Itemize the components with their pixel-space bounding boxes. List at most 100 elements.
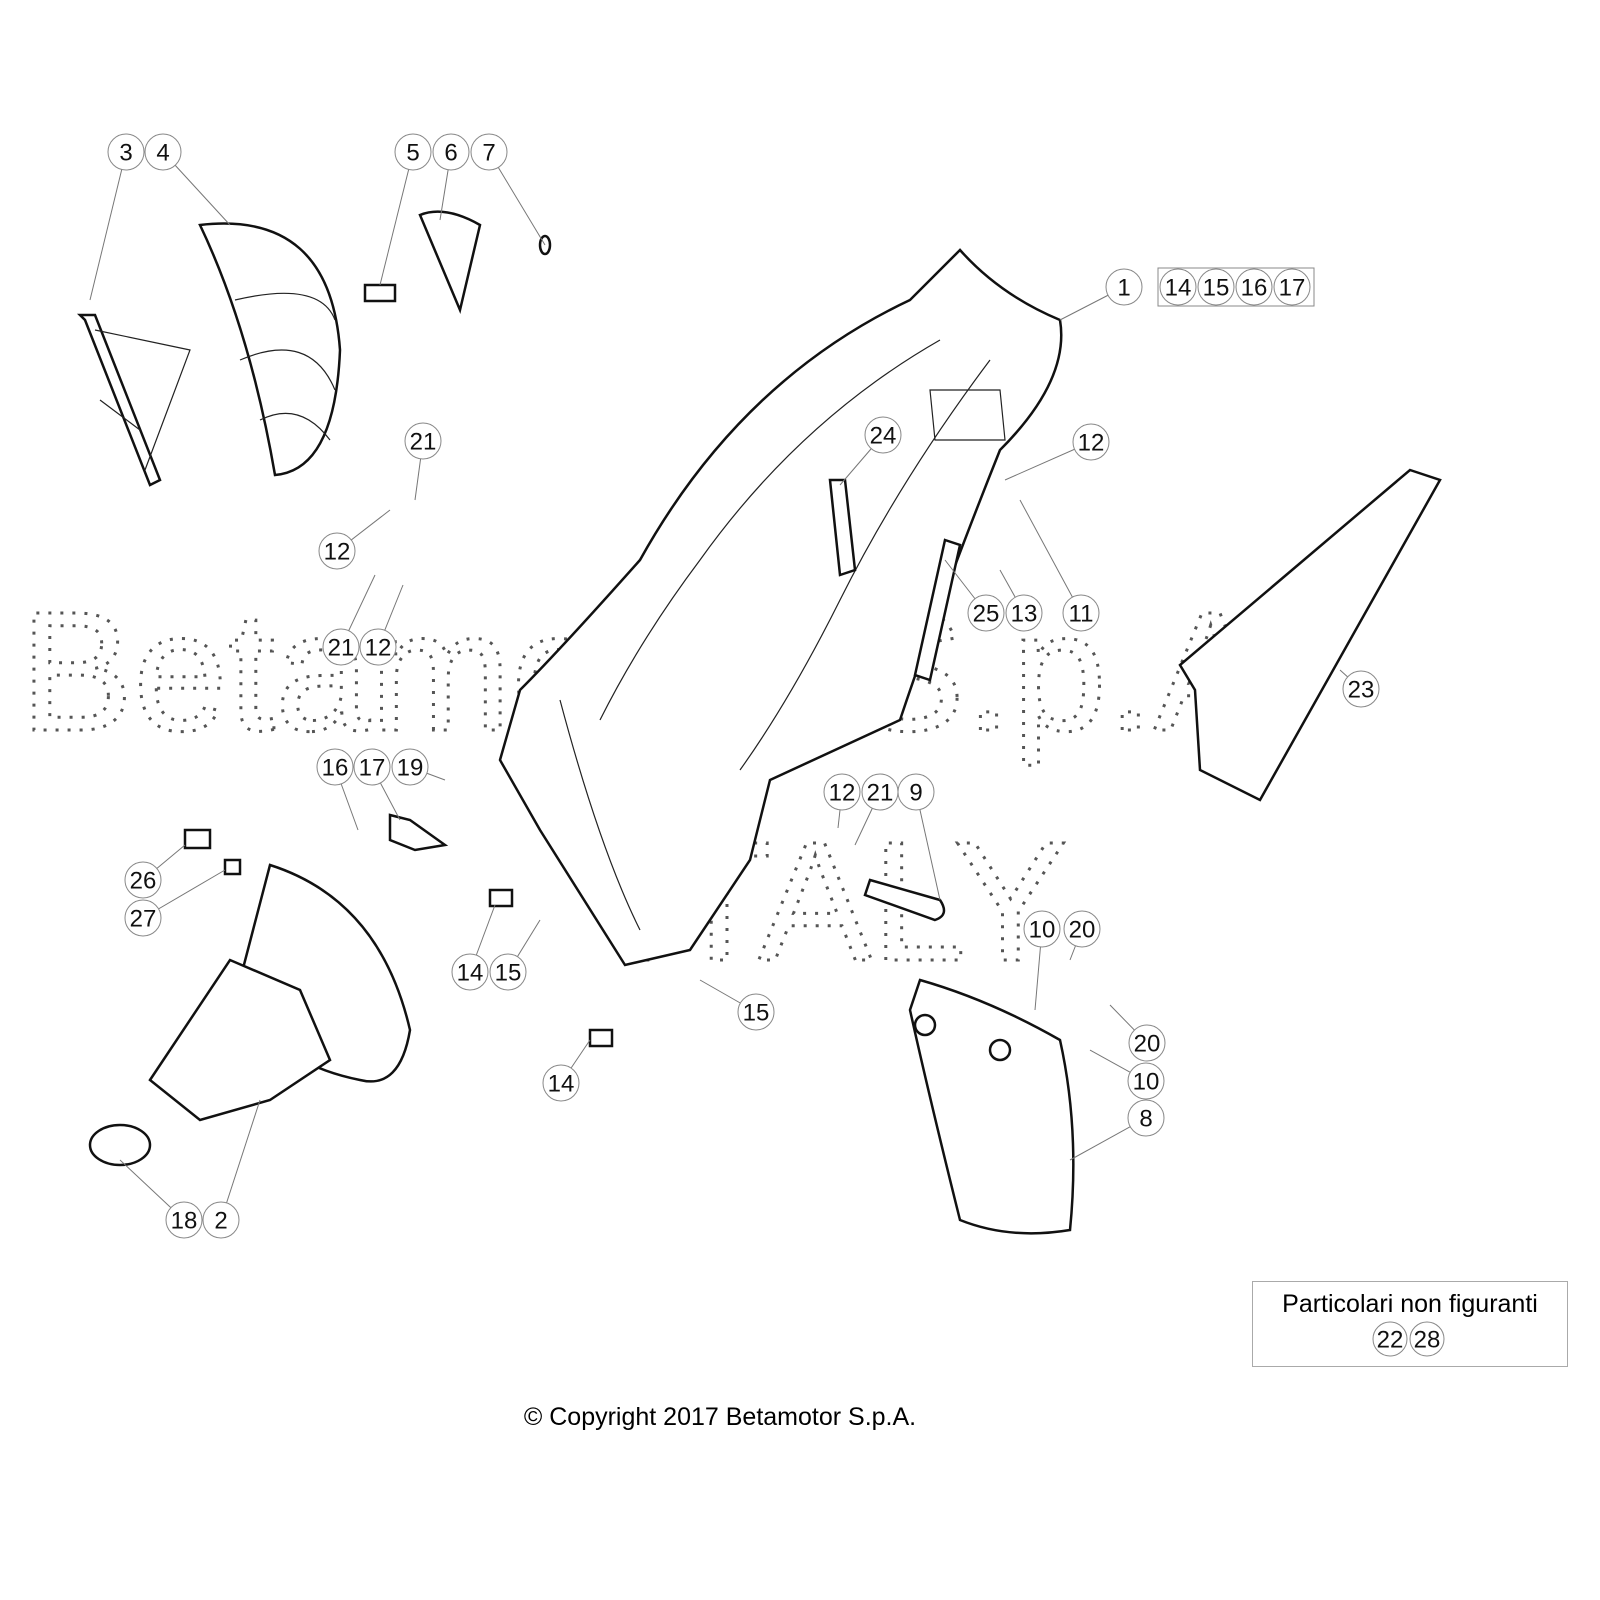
callout-number: 25 <box>973 601 1000 628</box>
callout-number: 2 <box>214 1208 227 1235</box>
callout-5: 5 <box>394 133 432 171</box>
bracket <box>913 538 962 682</box>
callout-number: 14 <box>548 1071 575 1098</box>
intake-duct <box>148 958 332 1122</box>
callout-16: 16 <box>316 748 354 786</box>
callout-number: 10 <box>1133 1069 1160 1096</box>
headlight-lens <box>198 222 342 477</box>
callout-number: 1 <box>1117 275 1130 302</box>
callout-number: 21 <box>410 429 437 456</box>
copyright: © Copyright 2017 Betamotor S.p.A. <box>523 1403 917 1431</box>
callout-12: 12 <box>823 773 861 811</box>
callout-10: 10 <box>1023 910 1061 948</box>
callout-number: 27 <box>130 906 157 933</box>
callout-9: 9 <box>897 773 935 811</box>
callout: 28 <box>1409 1321 1445 1357</box>
callout-25: 25 <box>967 594 1005 632</box>
callout-number: 16 <box>322 755 349 782</box>
callout-15: 15 <box>489 953 527 991</box>
callout-number: 10 <box>1029 917 1056 944</box>
callout-number: 12 <box>1078 430 1105 457</box>
callout-number: 3 <box>119 140 132 167</box>
callout-number: 21 <box>328 635 355 662</box>
bracket-17 <box>388 813 449 852</box>
callout-number: 6 <box>444 140 457 167</box>
callout-18: 18 <box>165 1201 203 1239</box>
clamp <box>88 1123 152 1167</box>
callout-number: 14 <box>1165 275 1192 302</box>
connector-27 <box>223 858 242 876</box>
bracket-24 <box>828 478 857 577</box>
rubber-strap <box>863 878 946 922</box>
callout-14: 14 <box>451 953 489 991</box>
callout-12: 12 <box>318 532 356 570</box>
parts-drawing <box>76 210 1442 1235</box>
callout-21: 21 <box>404 422 442 460</box>
not-shown-box: Particolari non figuranti 22 28 <box>1252 1281 1568 1367</box>
callout-number: 24 <box>870 423 897 450</box>
connector-26 <box>183 828 212 850</box>
callout-number: 21 <box>867 780 894 807</box>
headlight-bracket <box>76 313 162 487</box>
clip-14 <box>488 888 514 908</box>
callout-number: 15 <box>743 1000 770 1027</box>
callout-1: 1 <box>1105 268 1143 306</box>
callout-12: 12 <box>359 628 397 666</box>
callout-number: 26 <box>130 868 157 895</box>
leader-line <box>379 151 414 286</box>
callout-number: 5 <box>406 140 419 167</box>
callout-number: 12 <box>829 780 856 807</box>
svg-text:28: 28 <box>1414 1327 1441 1354</box>
callout-15: 15 <box>1197 268 1235 306</box>
callout-number: 17 <box>1279 275 1306 302</box>
callout-number: 17 <box>359 755 386 782</box>
callout-15: 15 <box>737 993 775 1031</box>
callout-14: 14 <box>1159 268 1197 306</box>
callout-number: 18 <box>171 1208 198 1235</box>
callout-4: 4 <box>144 133 182 171</box>
callout-20: 20 <box>1063 910 1101 948</box>
exhaust-guard <box>908 978 1075 1235</box>
callout-number: 20 <box>1069 917 1096 944</box>
callout-27: 27 <box>124 899 162 937</box>
not-shown-title: Particolari non figuranti <box>1282 1290 1538 1318</box>
callout-number: 13 <box>1011 601 1038 628</box>
callout-number: 11 <box>1069 601 1094 628</box>
callout-6: 6 <box>432 133 470 171</box>
callout-16: 16 <box>1235 268 1273 306</box>
kit-box <box>1157 267 1315 307</box>
callout-19: 19 <box>391 748 429 786</box>
callout-26: 26 <box>124 861 162 899</box>
callout-3: 3 <box>107 133 145 171</box>
callout-24: 24 <box>864 416 902 454</box>
callout-number: 15 <box>495 960 522 987</box>
callout-number: 23 <box>1348 677 1375 704</box>
callout-23: 23 <box>1342 670 1380 708</box>
screw <box>363 283 397 303</box>
callout-7: 7 <box>470 133 508 171</box>
svg-text:22: 22 <box>1377 1327 1404 1354</box>
callout-number: 14 <box>457 960 484 987</box>
callout-11: 11 <box>1062 594 1100 632</box>
callout-17: 17 <box>1273 268 1311 306</box>
front-fairing <box>498 248 1063 967</box>
rubber-clip <box>418 210 482 315</box>
callout: 22 <box>1372 1321 1408 1357</box>
side-panel <box>1178 468 1442 802</box>
leader-line <box>220 1099 261 1221</box>
callout-21: 21 <box>322 628 360 666</box>
callout-number: 15 <box>1203 275 1230 302</box>
callout-12: 12 <box>1072 423 1110 461</box>
not-shown-callouts: 22 28 <box>1372 1321 1445 1357</box>
leader-line <box>89 151 127 301</box>
callout-number: 8 <box>1139 1106 1152 1133</box>
callout-number: 19 <box>397 755 424 782</box>
callout-number: 12 <box>324 539 351 566</box>
callout-number: 16 <box>1241 275 1268 302</box>
callout-10: 10 <box>1127 1062 1165 1100</box>
callout-20: 20 <box>1128 1024 1166 1062</box>
callout-17: 17 <box>353 748 391 786</box>
callout-number: 7 <box>482 140 495 167</box>
